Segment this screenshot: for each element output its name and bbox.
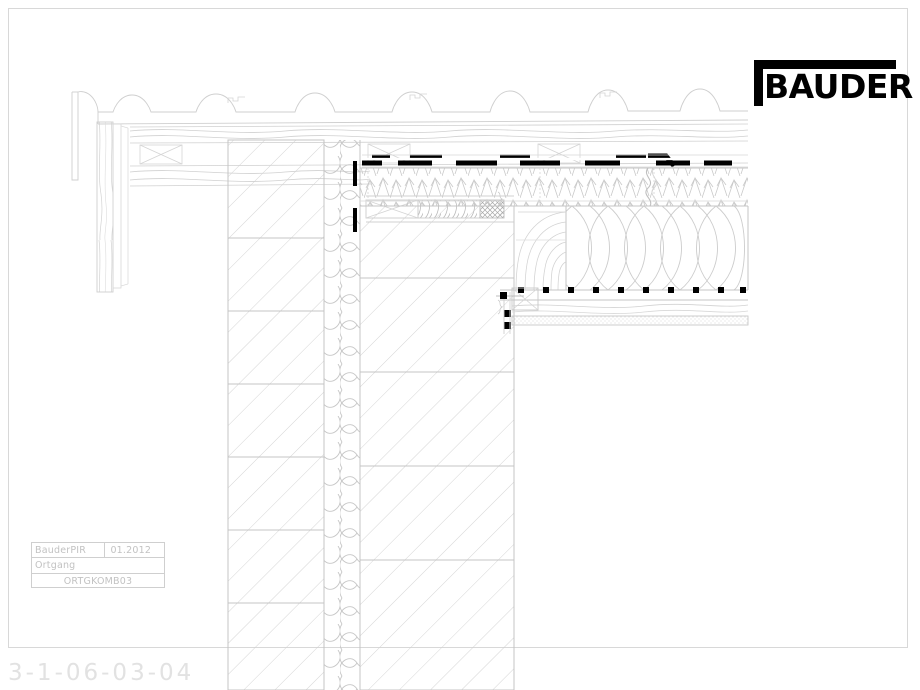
verge-board [96, 121, 129, 293]
drawing-code: ORTGKOMB03 [63, 575, 133, 587]
bauder-logo: BAUDER [744, 60, 913, 106]
outer-masonry-leaf [227, 139, 325, 690]
revision-date: 01.2012 [110, 545, 152, 556]
product-name: BauderPIR [32, 543, 106, 558]
title-block: BauderPIR 01.2012 Ortgang ORTGKOMB03 [31, 542, 165, 588]
bauderpir-insulation [360, 167, 748, 207]
logo-bar-icon [754, 60, 896, 69]
detail-name: Ortgang [35, 560, 76, 572]
logo-stem-icon [754, 60, 763, 106]
title-block-row-detail: Ortgang [32, 558, 164, 574]
drawing-number: 3-1-06-03-04 [8, 660, 195, 686]
roof-tile-covering [71, 88, 749, 181]
title-block-row-product: BauderPIR 01.2012 [32, 543, 164, 559]
fixing-squares [504, 287, 746, 329]
logo-wordmark: BAUDER [764, 67, 913, 106]
mineral-wool-batt [566, 206, 745, 290]
corner-transition [515, 211, 567, 290]
title-block-row-code: ORTGKOMB03 [32, 574, 164, 589]
anchor-ticks [497, 191, 503, 315]
vapour-barrier [353, 153, 748, 232]
inner-masonry-leaf [359, 205, 515, 690]
ceiling-batten-zone [496, 287, 749, 334]
